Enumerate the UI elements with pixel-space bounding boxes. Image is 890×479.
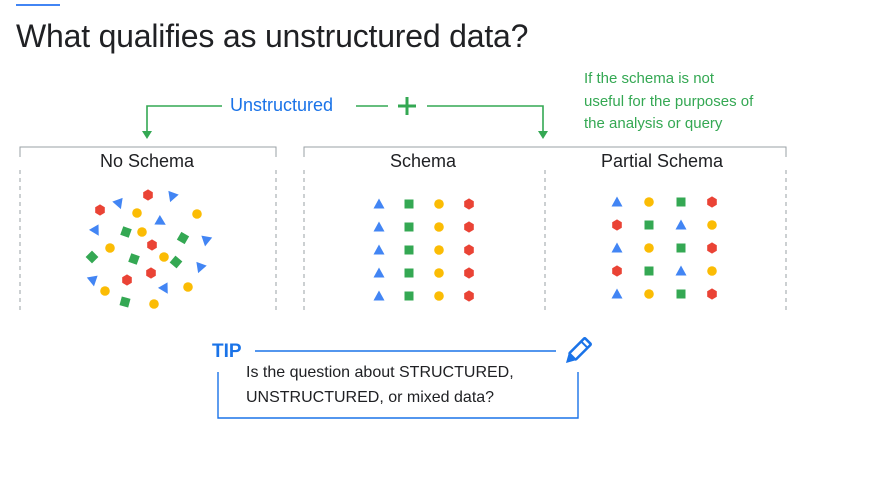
hexagon-shape — [122, 274, 132, 286]
tip-frame — [217, 350, 579, 419]
hexagon-shape — [143, 189, 153, 201]
square-shape — [85, 250, 99, 264]
square-shape — [404, 291, 414, 301]
square-shape — [676, 197, 686, 207]
triangle-shape — [675, 265, 687, 276]
square-shape — [176, 231, 190, 245]
square-shape — [676, 243, 686, 253]
circle-shape — [105, 243, 115, 253]
square-shape — [404, 245, 414, 255]
note-line: the analysis or query — [584, 115, 723, 132]
schema-not-useful-note: If the schema is not useful for the purp… — [584, 68, 753, 136]
triangle-shape — [611, 242, 623, 253]
hexagon-shape — [707, 196, 717, 208]
triangle-shape — [86, 275, 98, 287]
tip-label: TIP — [212, 341, 242, 362]
hexagon-shape — [147, 239, 157, 251]
triangle-shape — [373, 290, 385, 301]
circle-shape — [132, 208, 142, 218]
triangle-shape — [88, 224, 99, 236]
no-schema-shapes — [85, 189, 213, 309]
hexagon-shape — [612, 265, 622, 277]
hexagon-shape — [146, 267, 156, 279]
square-shape — [169, 255, 183, 269]
triangle-shape — [154, 214, 166, 225]
triangle-shape — [611, 288, 623, 299]
triangle-shape — [168, 190, 179, 203]
left-arrow-head — [142, 131, 152, 139]
circle-shape — [192, 209, 202, 219]
tip-line: UNSTRUCTURED, or mixed data? — [246, 389, 495, 406]
circle-shape — [644, 197, 654, 207]
triangle-shape — [196, 261, 207, 274]
square-shape — [404, 268, 414, 278]
hexagon-shape — [464, 267, 474, 279]
no-schema-frame — [19, 146, 277, 312]
plus-icon — [398, 97, 416, 115]
circle-shape — [707, 220, 717, 230]
circle-shape — [183, 282, 193, 292]
no-schema-title: No Schema — [100, 151, 195, 171]
circle-shape — [644, 243, 654, 253]
circle-shape — [149, 299, 159, 309]
schema-title: Schema — [390, 151, 457, 171]
hexagon-shape — [464, 290, 474, 302]
tip-text: Is the question about STRUCTURED, UNSTRU… — [246, 360, 514, 410]
pencil-icon — [565, 337, 592, 364]
circle-shape — [434, 268, 444, 278]
triangle-shape — [157, 282, 168, 294]
page-title: What qualifies as unstructured data? — [16, 18, 529, 54]
circle-shape — [159, 252, 169, 262]
circle-shape — [644, 289, 654, 299]
circle-shape — [707, 266, 717, 276]
schema-frame — [303, 146, 787, 312]
circle-shape — [434, 245, 444, 255]
circle-shape — [434, 199, 444, 209]
square-shape — [644, 220, 654, 230]
triangle-shape — [373, 221, 385, 232]
schema-shapes — [373, 198, 474, 302]
triangle-shape — [373, 244, 385, 255]
hexagon-shape — [612, 219, 622, 231]
square-shape — [128, 253, 140, 265]
note-line: useful for the purposes of — [584, 92, 754, 110]
title-accent-line — [16, 4, 60, 6]
note-line: If the schema is not — [584, 70, 715, 87]
right-arrow-head — [538, 131, 548, 139]
partial-schema-title: Partial Schema — [601, 151, 724, 171]
square-shape — [119, 296, 131, 308]
square-shape — [404, 199, 414, 209]
triangle-shape — [373, 267, 385, 278]
hexagon-shape — [707, 288, 717, 300]
circle-shape — [434, 291, 444, 301]
hexagon-shape — [464, 244, 474, 256]
square-shape — [644, 266, 654, 276]
circle-shape — [434, 222, 444, 232]
unstructured-connector — [146, 105, 544, 132]
hexagon-shape — [464, 221, 474, 233]
circle-shape — [100, 286, 110, 296]
hexagon-shape — [95, 204, 105, 216]
tip-line: Is the question about STRUCTURED, — [246, 364, 514, 381]
circle-shape — [137, 227, 147, 237]
triangle-shape — [611, 196, 623, 207]
triangle-shape — [112, 197, 123, 210]
triangle-shape — [201, 235, 213, 247]
triangle-shape — [675, 219, 687, 230]
hexagon-shape — [707, 242, 717, 254]
square-shape — [120, 226, 132, 238]
square-shape — [676, 289, 686, 299]
unstructured-label: Unstructured — [230, 95, 334, 115]
partial-schema-shapes — [611, 196, 717, 300]
hexagon-shape — [464, 198, 474, 210]
triangle-shape — [373, 198, 385, 209]
square-shape — [404, 222, 414, 232]
